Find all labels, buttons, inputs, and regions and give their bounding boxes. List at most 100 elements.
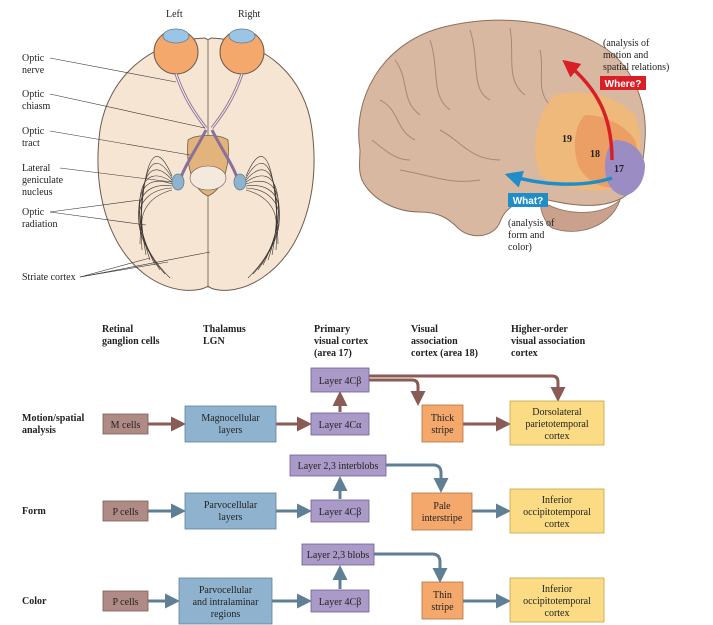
col-assoc-3: cortex (area 18)	[411, 348, 478, 359]
svg-text:Layer 4Cβ: Layer 4Cβ	[319, 597, 362, 608]
lgn-right	[233, 173, 247, 191]
svg-text:interstripe: interstripe	[422, 513, 463, 524]
svg-text:stripe: stripe	[431, 425, 454, 436]
svg-text:Layer 2,3 interblobs: Layer 2,3 interblobs	[298, 461, 379, 472]
blobs-box: Layer 2,3 blobs	[301, 543, 375, 566]
area-17-number: 17	[614, 164, 624, 175]
p-cells-color-box: P cells	[102, 590, 149, 612]
what-note-2: form and	[508, 230, 544, 241]
label-left-side: Left	[166, 9, 183, 20]
svg-text:Parvocellular: Parvocellular	[204, 500, 258, 511]
col-assoc-2: association	[411, 336, 458, 347]
svg-text:Layer 4Cβ: Layer 4Cβ	[319, 376, 362, 387]
col-thalamus-2: LGN	[203, 336, 225, 347]
label-optic-nerve-1: Optic	[22, 53, 45, 64]
svg-text:cortex: cortex	[545, 608, 570, 619]
svg-text:occipitotemporal: occipitotemporal	[523, 596, 591, 607]
label-right-side: Right	[238, 9, 260, 20]
lateral-notes: (analysis of motion and spatial relation…	[508, 38, 669, 253]
svg-text:Dorsolateral: Dorsolateral	[532, 407, 582, 418]
dorsolateral-box: Dorsolateral parietotemporal cortex	[509, 400, 605, 446]
layer-4cb-color-box: Layer 4Cβ	[310, 589, 370, 613]
col-higher-2: visual association	[511, 336, 586, 347]
svg-text:Layer 4Cβ: Layer 4Cβ	[319, 507, 362, 518]
col-primary-1: Primary	[314, 324, 350, 335]
interblobs-box: Layer 2,3 interblobs	[289, 454, 387, 477]
what-tag: What?	[513, 196, 544, 207]
svg-text:Thin: Thin	[433, 590, 452, 601]
row-form: Form	[22, 506, 47, 517]
svg-text:Pale: Pale	[433, 501, 451, 512]
what-tag-bg	[508, 193, 548, 207]
lateral-brain-illustration: 19 18 17 Where? What?	[358, 19, 646, 237]
label-optic-radiation-2: radiation	[22, 219, 58, 230]
column-headers: Retinal ganglion cells Thalamus LGN Prim…	[102, 324, 586, 359]
label-optic-chiasm-1: Optic	[22, 89, 45, 100]
row-motion-2: analysis	[22, 425, 56, 436]
area-18-number: 18	[590, 149, 600, 160]
svg-text:and intralaminar: and intralaminar	[193, 597, 259, 608]
thick-stripe-box: Thick stripe	[421, 404, 464, 443]
label-lgn-2: geniculate	[22, 175, 64, 186]
layer-4cb-motion-box: Layer 4Cβ	[310, 367, 370, 393]
svg-text:Thick: Thick	[431, 413, 454, 424]
area-19-number: 19	[562, 134, 572, 145]
col-assoc-1: Visual	[411, 324, 438, 335]
pale-interstripe-box: Pale interstripe	[411, 492, 473, 531]
where-tag-bg	[600, 76, 646, 90]
svg-text:Magnocellular: Magnocellular	[201, 413, 260, 424]
area-17-region	[605, 140, 645, 196]
svg-text:occipitotemporal: occipitotemporal	[523, 507, 591, 518]
thin-stripe-box: Thin stripe	[421, 581, 464, 620]
svg-text:P cells: P cells	[112, 597, 138, 608]
layer-4cb-form-box: Layer 4Cβ	[310, 499, 370, 523]
magnocellular-box: Magnocellular layers	[184, 405, 277, 443]
svg-text:cortex: cortex	[545, 431, 570, 442]
what-note-1: (analysis of	[508, 218, 555, 229]
svg-text:M cells: M cells	[111, 420, 141, 431]
row-labels: Motion/spatial analysis Form Color	[22, 413, 84, 607]
flow-arrows	[148, 374, 566, 609]
label-lgn-1: Lateral	[22, 163, 51, 174]
label-optic-tract-2: tract	[22, 138, 40, 149]
svg-text:layers: layers	[219, 425, 243, 436]
svg-text:layers: layers	[219, 512, 243, 523]
svg-text:parietotemporal: parietotemporal	[525, 419, 589, 430]
inferior-form-box: Inferior occipitotemporal cortex	[509, 488, 605, 534]
svg-text:Parvocellular: Parvocellular	[199, 585, 253, 596]
row-color: Color	[22, 596, 47, 607]
where-note-3: spatial relations)	[603, 62, 669, 73]
m-cells-box: M cells	[102, 413, 149, 435]
col-higher-3: cortex	[511, 348, 538, 359]
svg-text:stripe: stripe	[431, 602, 454, 613]
flow-boxes: M cells Magnocellular layers Layer 4Cα L…	[102, 367, 605, 625]
col-retinal-2: ganglion cells	[102, 336, 160, 347]
svg-text:regions: regions	[211, 609, 241, 620]
label-optic-nerve-2: nerve	[22, 65, 45, 76]
col-thalamus-1: Thalamus	[203, 324, 246, 335]
ventral-brain-illustration	[97, 28, 315, 291]
p-cells-form-box: P cells	[102, 500, 149, 522]
what-note-3: color)	[508, 242, 532, 253]
label-optic-radiation-1: Optic	[22, 207, 45, 218]
row-motion-1: Motion/spatial	[22, 413, 84, 424]
label-optic-chiasm-2: chiasm	[22, 101, 51, 112]
svg-text:cortex: cortex	[545, 519, 570, 530]
inferior-color-box: Inferior occipitotemporal cortex	[509, 577, 605, 623]
col-primary-3: (area 17)	[314, 348, 352, 359]
where-note-1: (analysis of	[603, 38, 650, 49]
col-primary-2: visual cortex	[314, 336, 368, 347]
svg-text:Layer 4Cα: Layer 4Cα	[319, 420, 362, 431]
col-retinal-1: Retinal	[102, 324, 133, 335]
svg-text:P cells: P cells	[112, 507, 138, 518]
svg-text:Layer 2,3 blobs: Layer 2,3 blobs	[307, 550, 370, 561]
label-optic-tract-1: Optic	[22, 126, 45, 137]
svg-text:Inferior: Inferior	[542, 495, 573, 506]
parvocellular-box: Parvocellular layers	[184, 492, 277, 530]
svg-text:Inferior: Inferior	[542, 584, 573, 595]
where-tag: Where?	[605, 79, 642, 90]
label-lgn-3: nucleus	[22, 187, 53, 198]
col-higher-1: Higher-order	[511, 324, 568, 335]
label-striate-cortex: Striate cortex	[22, 272, 76, 283]
